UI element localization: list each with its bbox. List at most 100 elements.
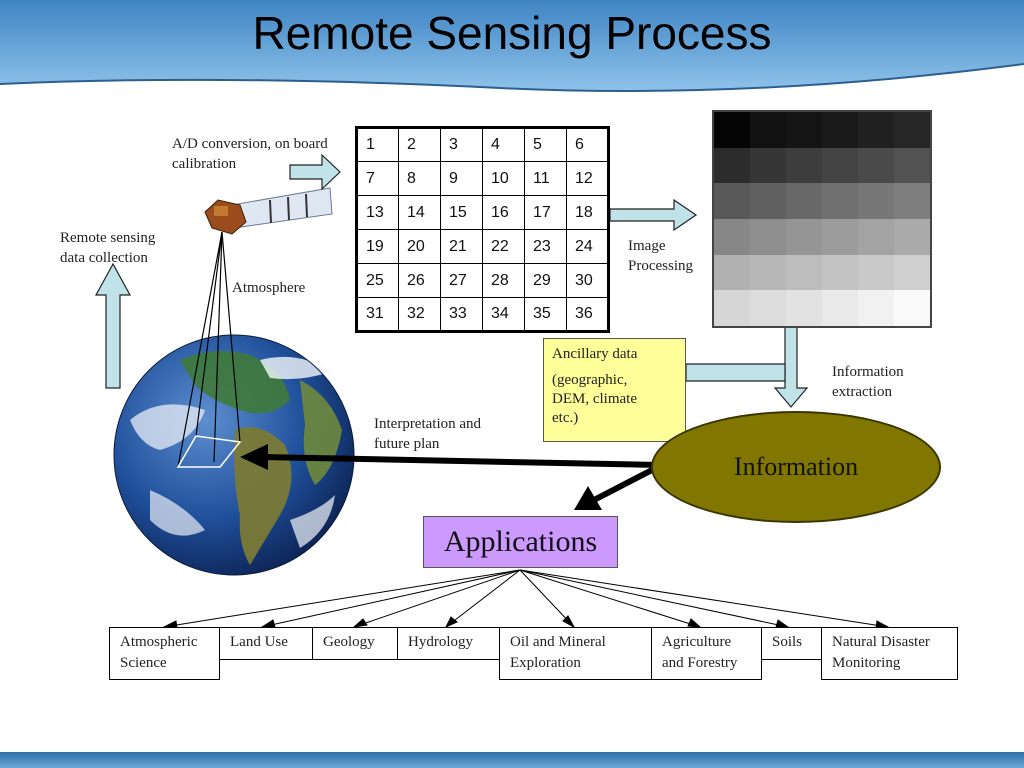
image-processing-label: Image Processing bbox=[628, 238, 693, 274]
remote-sensing-up-arrow bbox=[94, 262, 132, 389]
ad-conversion-label: A/D conversion, on board calibration bbox=[172, 136, 328, 172]
footer-band bbox=[0, 752, 1024, 768]
gray-pixel bbox=[822, 147, 858, 184]
grid-cell: 8 bbox=[398, 161, 441, 196]
gray-pixel bbox=[714, 183, 750, 219]
ancillary-title: Ancillary data bbox=[552, 346, 638, 362]
gray-pixel bbox=[714, 290, 750, 326]
information-node: Information bbox=[651, 411, 941, 523]
grid-cell: 4 bbox=[482, 127, 525, 162]
category-geology: Geology bbox=[312, 627, 398, 660]
grid-cell: 2 bbox=[398, 127, 441, 162]
information-extraction-label: Information extraction bbox=[832, 364, 904, 400]
category-land-use: Land Use bbox=[219, 627, 313, 660]
grid-cell: 26 bbox=[398, 263, 441, 298]
header-edge bbox=[0, 63, 1024, 92]
slide-title: Remote Sensing Process bbox=[252, 7, 772, 59]
gray-pixel bbox=[858, 147, 894, 184]
ancillary-to-extraction-arrow bbox=[685, 363, 786, 382]
grid-cell: 27 bbox=[440, 263, 483, 298]
grid-cell: 14 bbox=[398, 195, 441, 230]
grid-cell: 24 bbox=[566, 229, 609, 264]
sensor-view-cone bbox=[176, 231, 242, 468]
gray-pixel bbox=[714, 219, 750, 255]
grid-cell: 34 bbox=[482, 297, 525, 332]
gray-pixel bbox=[750, 147, 786, 184]
gray-pixel bbox=[858, 290, 894, 326]
information-extraction-arrow bbox=[773, 321, 809, 408]
grid-cell: 22 bbox=[482, 229, 525, 264]
grid-cell: 3 bbox=[440, 127, 483, 162]
gray-pixel bbox=[750, 219, 786, 255]
image-processing-arrow bbox=[609, 198, 698, 232]
grid-cell: 20 bbox=[398, 229, 441, 264]
gray-pixel bbox=[894, 290, 930, 326]
gray-pixel bbox=[822, 219, 858, 255]
grid-cell: 19 bbox=[356, 229, 399, 264]
grid-cell: 28 bbox=[482, 263, 525, 298]
grid-cell: 23 bbox=[524, 229, 567, 264]
gray-pixel bbox=[714, 147, 750, 184]
gray-pixel bbox=[786, 183, 822, 219]
gray-pixel bbox=[894, 183, 930, 219]
gray-pixel bbox=[786, 290, 822, 326]
ancillary-detail-2: DEM, climate bbox=[552, 391, 637, 407]
gray-pixel bbox=[786, 112, 822, 148]
gray-pixel bbox=[822, 290, 858, 326]
gray-pixel bbox=[822, 254, 858, 291]
grid-cell: 31 bbox=[356, 297, 399, 332]
grid-cell: 35 bbox=[524, 297, 567, 332]
gray-pixel bbox=[858, 112, 894, 148]
grid-cell: 30 bbox=[566, 263, 609, 298]
application-fanout-lines bbox=[162, 569, 890, 629]
grid-cell: 15 bbox=[440, 195, 483, 230]
gray-pixel bbox=[786, 219, 822, 255]
category-hydrology: Hydrology bbox=[397, 627, 500, 660]
remote-sensing-label: Remote sensing data collection bbox=[60, 230, 156, 266]
grid-cell: 12 bbox=[566, 161, 609, 196]
gray-pixel bbox=[750, 254, 786, 291]
grid-cell: 13 bbox=[356, 195, 399, 230]
information-label: Information bbox=[733, 452, 859, 481]
gray-pixel bbox=[786, 147, 822, 184]
grid-cell: 5 bbox=[524, 127, 567, 162]
grid-cell: 36 bbox=[566, 297, 609, 332]
interpretation-arrow bbox=[240, 444, 661, 470]
grid-cell: 18 bbox=[566, 195, 609, 230]
ancillary-data-box: Ancillary data (geographic, DEM, climate… bbox=[543, 338, 686, 442]
grid-cell: 1 bbox=[356, 127, 399, 162]
information-to-applications-arrow bbox=[574, 467, 654, 510]
gray-pixel bbox=[750, 183, 786, 219]
applications-node: Applications bbox=[423, 516, 618, 568]
grid-cell: 29 bbox=[524, 263, 567, 298]
grid-cell: 25 bbox=[356, 263, 399, 298]
grid-cell: 21 bbox=[440, 229, 483, 264]
grid-cell: 7 bbox=[356, 161, 399, 196]
gray-pixel bbox=[750, 112, 786, 148]
gray-pixel bbox=[894, 112, 930, 148]
grid-cell: 17 bbox=[524, 195, 567, 230]
grid-cell: 16 bbox=[482, 195, 525, 230]
gray-pixel bbox=[822, 183, 858, 219]
header-band bbox=[0, 0, 1024, 91]
grayscale-image bbox=[712, 110, 932, 328]
gray-pixel bbox=[894, 254, 930, 291]
grid-cell: 9 bbox=[440, 161, 483, 196]
gray-pixel bbox=[858, 183, 894, 219]
grid-cell: 33 bbox=[440, 297, 483, 332]
gray-pixel bbox=[894, 147, 930, 184]
grid-cell: 10 bbox=[482, 161, 525, 196]
gray-pixel bbox=[750, 290, 786, 326]
ad-conversion-arrow bbox=[289, 153, 341, 191]
category-soils: Soils bbox=[761, 627, 822, 660]
gray-pixel bbox=[714, 112, 750, 148]
